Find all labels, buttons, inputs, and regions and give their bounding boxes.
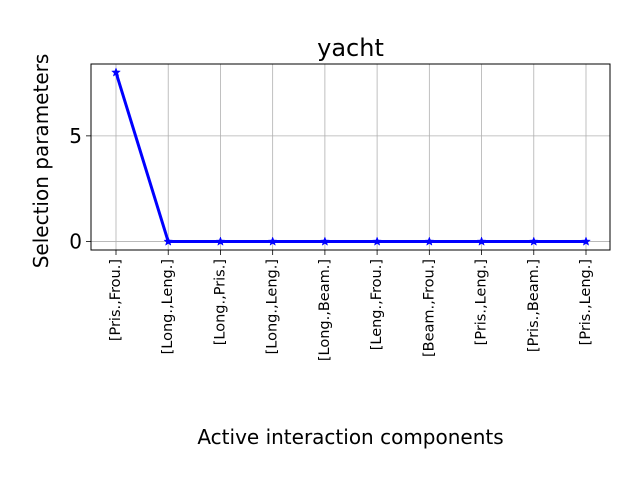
y-tick-label: 0 — [69, 230, 82, 254]
y-axis-label: Selection parameters — [29, 54, 53, 269]
ticks: [Pris.,Frou.] [Long.,Leng.] [Long.,Pris.] [… — [69, 124, 594, 361]
data-point — [528, 236, 539, 246]
data-point — [581, 236, 591, 246]
data-point — [267, 236, 278, 246]
data-point — [111, 67, 121, 77]
data-point — [215, 236, 226, 246]
x-tick-label: [Long.,Pris.] — [212, 259, 228, 345]
x-tick-label: [Pris.,Beam.] — [526, 259, 542, 352]
data-point — [372, 236, 383, 246]
y-tick-label: 5 — [69, 124, 82, 148]
x-tick-label: [Pris.,Leng.] — [474, 259, 490, 345]
x-tick-label: [Long.,Leng.] — [160, 259, 176, 354]
x-tick-label: [Pris.,Leng.] — [578, 259, 594, 345]
series-line — [114, 72, 586, 244]
data-point — [476, 236, 487, 246]
data-point — [424, 236, 435, 246]
x-tick-label: [Long.,Leng.] — [265, 259, 281, 354]
chart-title: yacht — [317, 34, 384, 62]
x-tick-label: [Pris.,Frou.] — [108, 259, 124, 341]
x-tick-label: [Leng.,Frou.] — [369, 259, 385, 350]
plot-frame — [90, 63, 611, 251]
data-point — [163, 236, 174, 246]
x-tick-label: [Beam.,Frou.] — [421, 259, 437, 357]
x-axis-label: Active interaction components — [197, 425, 503, 449]
x-tick-label: [Long.,Beam.] — [317, 259, 333, 361]
series-layer — [111, 67, 591, 246]
data-point — [319, 236, 330, 246]
